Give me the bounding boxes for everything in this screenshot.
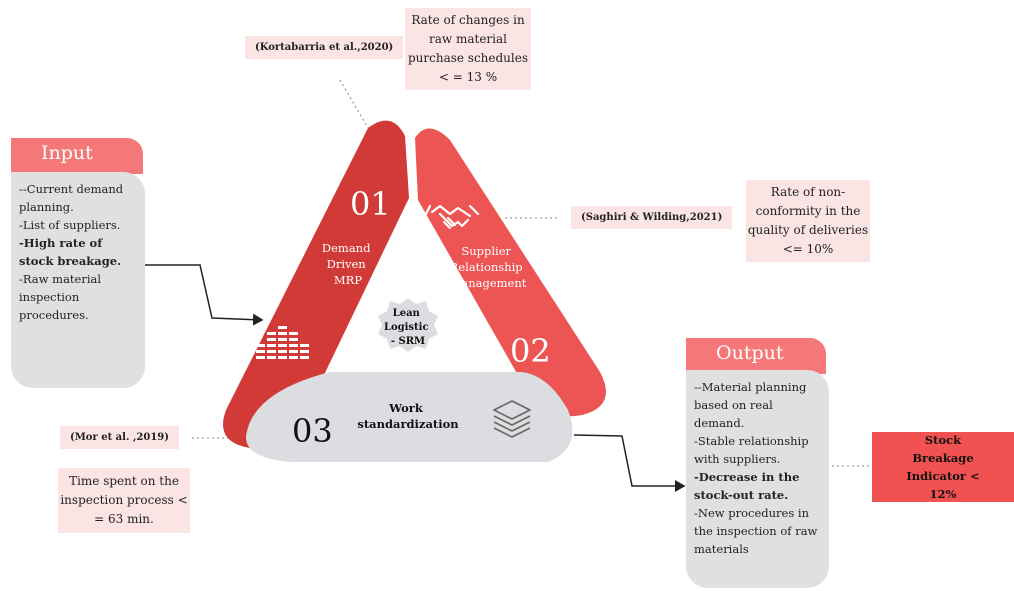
input-line: -List of suppliers. — [19, 218, 121, 232]
center-label-line: Lean — [393, 308, 421, 319]
segment-01-label-line: Driven — [327, 257, 367, 271]
handshake-icon — [424, 204, 480, 230]
input-panel: --Current demand planning. -List of supp… — [11, 172, 145, 388]
citation-top: (Kortabarria et al.,2020) — [245, 36, 404, 59]
layers-icon — [493, 400, 531, 438]
output-line: -Decrease in the stock-out rate. — [694, 470, 800, 502]
indicator-final: Stock Breakage Indicator < 12% — [872, 432, 1014, 502]
segment-02-label-line: Relationship — [450, 260, 523, 274]
indicator-left: Time spent on the inspection process < =… — [58, 468, 190, 533]
output-line: -New procedures in the inspection of raw… — [694, 506, 818, 556]
input-line: -Raw material inspection procedures. — [19, 272, 102, 322]
indicator-top: Rate of changes in raw material purchase… — [405, 8, 531, 90]
output-tab: Output — [686, 338, 826, 374]
input-line: --Current demand planning. — [19, 182, 124, 214]
segment-02-label-line: Management — [450, 276, 527, 290]
connector-top — [339, 79, 369, 129]
segment-02-label-line: Supplier — [461, 244, 511, 258]
segment-01-label-line: MRP — [334, 273, 362, 287]
segment-02-label: Supplier Relationship Management — [450, 244, 527, 290]
segment-01-shape — [223, 120, 409, 449]
segment-01-number: 01 — [350, 185, 391, 223]
bar-chart-icon — [256, 326, 309, 359]
input-title: Input — [41, 142, 93, 164]
output-title: Output — [716, 342, 784, 364]
segment-02-shape — [415, 128, 606, 417]
input-tab: Input — [11, 138, 143, 174]
gear-badge-shape — [378, 298, 438, 352]
gear-badge — [378, 298, 438, 352]
citation-left: (Mor et al. ,2019) — [60, 426, 179, 449]
segment-02-number: 02 — [510, 332, 551, 370]
citation-right: (Saghiri & Wilding,2021) — [571, 206, 733, 229]
segment-03-label: Work standardization — [357, 401, 459, 431]
segment-01-label-line: Demand — [322, 241, 371, 255]
output-line: -Stable relationship with suppliers. — [694, 434, 809, 466]
output-line: --Material planning based on real demand… — [694, 380, 807, 430]
indicator-final-text: Stock Breakage Indicator < 12% — [906, 433, 980, 501]
segment-03-label-line: standardization — [357, 417, 459, 431]
output-panel: --Material planning based on real demand… — [686, 370, 829, 588]
input-line: -High rate of stock breakage. — [19, 236, 122, 268]
center-label: Lean Logistic - SRM — [384, 308, 432, 347]
segment-03-label-line: Work — [388, 401, 424, 415]
segment-03-number: 03 — [292, 412, 333, 450]
segment-01-label: Demand Driven MRP — [322, 241, 374, 287]
indicator-right: Rate of non-conformity in the quality of… — [746, 180, 870, 262]
center-label-line: - SRM — [391, 336, 425, 347]
segment-03-shape — [245, 372, 573, 462]
center-label-line: Logistic — [384, 322, 429, 333]
output-arrow — [573, 434, 686, 492]
input-arrow — [145, 264, 264, 326]
